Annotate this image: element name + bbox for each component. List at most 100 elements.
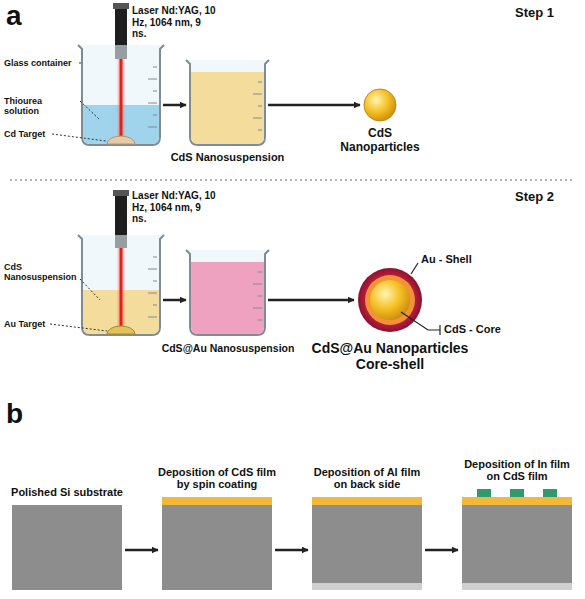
graduation-tick: [253, 308, 262, 309]
step-label: Step 1: [515, 6, 577, 21]
process-arrow: [163, 299, 186, 302]
suspension-beaker: CdS@Au Nanosuspension: [190, 250, 265, 335]
graduation-tick: [153, 305, 157, 306]
laser-beam: [120, 59, 123, 137]
in-contact: [543, 489, 557, 497]
process-arrow: [275, 549, 308, 552]
cdsau-suspension: [191, 262, 264, 334]
graduation-tick: [148, 293, 157, 294]
core-shell-particle: CdS@Au Nanoparticles Core-shell: [358, 268, 422, 332]
cds-suspension: [191, 72, 264, 144]
graduation-tick: [153, 257, 157, 258]
graduation-tick: [258, 106, 262, 107]
panel-letter: a: [6, 0, 36, 32]
process-arrow: [425, 549, 458, 552]
nanoparticle: CdS Nanoparticles: [364, 89, 396, 121]
leader-line: [80, 279, 100, 300]
in-contact: [477, 489, 491, 497]
graduation-tick: [148, 317, 157, 318]
part-label: Glass container: [4, 58, 78, 68]
process-step: Deposition of Al film on back side: [312, 497, 422, 590]
si-substrate: [462, 505, 572, 583]
al-film: [312, 583, 422, 590]
graduation-tick: [253, 284, 262, 285]
glass-beaker: [78, 45, 164, 145]
leader-line: [50, 324, 107, 331]
graduation-tick: [153, 91, 157, 92]
node-caption: Laser Nd:YAG, 10 Hz, 1064 nm, 9 ns.: [132, 5, 216, 40]
node-caption: Deposition of In film on CdS film: [457, 458, 577, 483]
cds-film: [162, 497, 272, 505]
au-target: [107, 326, 135, 334]
cd-target: [107, 136, 135, 144]
cds-nanoparticle: [364, 89, 396, 121]
graduation-tick: [148, 103, 157, 104]
node-caption: Laser Nd:YAG, 10 Hz, 1064 nm, 9 ns.: [132, 190, 216, 225]
graduation-tick: [258, 272, 262, 273]
process-arrow: [163, 104, 186, 107]
leader-line: [401, 312, 440, 330]
cds-film: [462, 497, 572, 505]
node-caption: Polished Si substrate: [7, 486, 127, 499]
graduation-tick: [153, 281, 157, 282]
cds-film: [312, 497, 422, 505]
leader-line: [52, 134, 106, 141]
step-label: Step 2: [515, 190, 577, 205]
au-shell: [358, 268, 422, 332]
process-step: Deposition of CdS film by spin coating: [162, 497, 272, 590]
leader-line: [439, 325, 440, 335]
leader-line: [79, 63, 83, 64]
part-label: CdS Nanosuspension: [4, 262, 80, 283]
part-label: Au Target: [4, 319, 78, 329]
in-contact: [510, 489, 524, 497]
glass-beaker: [186, 60, 269, 145]
part-label: Cd Target: [4, 129, 78, 139]
laser-beam: [120, 248, 123, 327]
part-label: Thiourea solution: [4, 96, 78, 117]
divider: [10, 179, 575, 180]
si-substrate: [12, 505, 122, 590]
graduation-tick: [253, 94, 262, 95]
al-film: [462, 583, 572, 590]
node-caption: CdS@Au Nanosuspension: [158, 342, 298, 354]
node-caption: CdS@Au Nanoparticles Core-shell: [293, 340, 487, 372]
graduation-tick: [153, 115, 157, 116]
leader-line: [411, 263, 418, 274]
si-substrate: [162, 505, 272, 590]
part-label: Au - Shell: [421, 253, 501, 266]
panel-letter: b: [6, 398, 36, 430]
laser-glow: [118, 59, 125, 137]
process-arrow: [268, 104, 360, 107]
leader-line: [80, 101, 100, 120]
graduation-tick: [253, 118, 262, 119]
graduation-tick: [153, 67, 157, 68]
process-step: Deposition of In film on CdS film: [462, 489, 572, 590]
suspension-beaker: CdS Nanosuspension: [190, 60, 265, 145]
process-arrow: [268, 299, 354, 302]
shell-ring: [365, 275, 415, 325]
graduation-tick: [258, 296, 262, 297]
graduation-tick: [258, 82, 262, 83]
node-caption: Deposition of Al film on back side: [307, 466, 427, 491]
si-substrate: [312, 505, 422, 583]
node-caption: CdS Nanosuspension: [165, 151, 290, 164]
laser-glow: [118, 248, 125, 327]
process-arrow: [125, 549, 158, 552]
graduation-tick: [148, 127, 157, 128]
process-step: Polished Si substrate: [12, 505, 122, 590]
graduation-tick: [148, 269, 157, 270]
laser-cap: [113, 190, 129, 196]
glass-beaker: [186, 250, 269, 335]
graduation-tick: [258, 320, 262, 321]
ablation-setup: Laser Nd:YAG, 10 Hz, 1064 nm, 9 ns.: [82, 235, 160, 335]
glass-beaker: [78, 235, 164, 335]
node-caption: CdS Nanoparticles: [330, 127, 430, 155]
graduation-tick: [148, 79, 157, 80]
part-label: CdS - Core: [444, 323, 524, 336]
node-caption: Deposition of CdS film by spin coating: [157, 466, 277, 491]
graduation-tick: [258, 130, 262, 131]
laser-cap: [113, 3, 129, 9]
ablation-setup: Laser Nd:YAG, 10 Hz, 1064 nm, 9 ns.: [82, 45, 160, 145]
